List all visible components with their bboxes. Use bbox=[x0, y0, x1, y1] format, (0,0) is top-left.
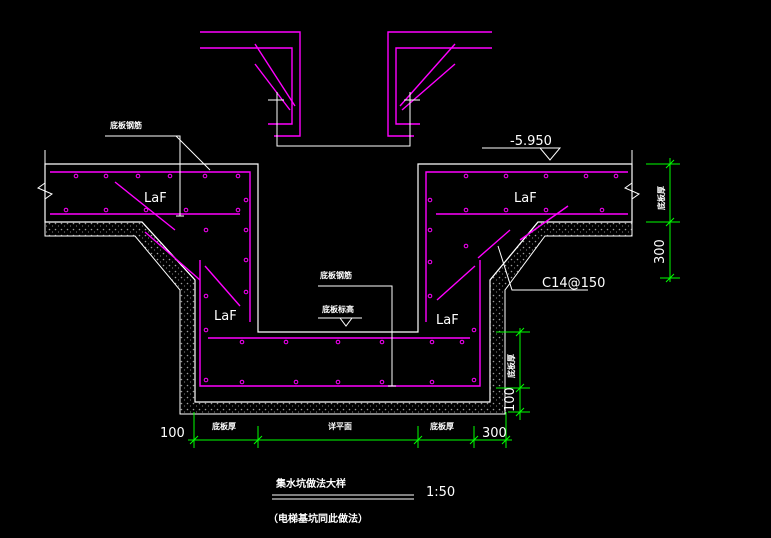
dim-right-300: 300 bbox=[653, 239, 668, 264]
upper-opening-outline bbox=[268, 92, 420, 147]
dim-pit-width: 详平面 bbox=[328, 421, 352, 431]
base-elevation-label: 底板标高 bbox=[321, 304, 354, 314]
drawing-scale: 1:50 bbox=[426, 485, 455, 500]
laf-top-left: LaF bbox=[144, 191, 167, 206]
upper-opening-detail bbox=[200, 31, 492, 137]
pit-dimension bbox=[496, 327, 530, 420]
dim-right-slab: 底板厚 bbox=[429, 421, 454, 431]
laf-pit-left: LaF bbox=[214, 309, 237, 324]
slab-outline bbox=[44, 163, 633, 403]
bottom-rebar-left-label: 底板钢筋 bbox=[109, 120, 142, 130]
dim-left-cover: 100 bbox=[160, 426, 185, 441]
laf-top-right: LaF bbox=[514, 191, 537, 206]
bottom-dimension bbox=[188, 412, 512, 448]
dim-pit-slab-thk: 底板厚 bbox=[506, 354, 516, 379]
break-marks bbox=[36, 150, 641, 236]
dim-left-slab: 底板厚 bbox=[211, 421, 236, 431]
dim-pit-100: 100 bbox=[503, 387, 518, 412]
dim-right-slab-thk: 底板厚 bbox=[656, 186, 666, 211]
rebar bbox=[50, 171, 628, 387]
rebar-spec-label: C14@150 bbox=[542, 276, 605, 291]
laf-pit-right: LaF bbox=[436, 313, 459, 328]
drawing-subtitle: （电梯基坑同此做法） bbox=[268, 512, 368, 525]
rebar-dots bbox=[63, 173, 619, 385]
title-underline bbox=[272, 494, 414, 500]
bottom-rebar-center-label: 底板钢筋 bbox=[319, 270, 352, 280]
leader-lines bbox=[105, 135, 588, 387]
drawing-title: 集水坑做法大样 bbox=[275, 477, 346, 490]
elevation-label: -5.950 bbox=[510, 134, 552, 149]
dim-right-extra: 300 bbox=[482, 426, 507, 441]
right-dimension bbox=[646, 158, 680, 283]
